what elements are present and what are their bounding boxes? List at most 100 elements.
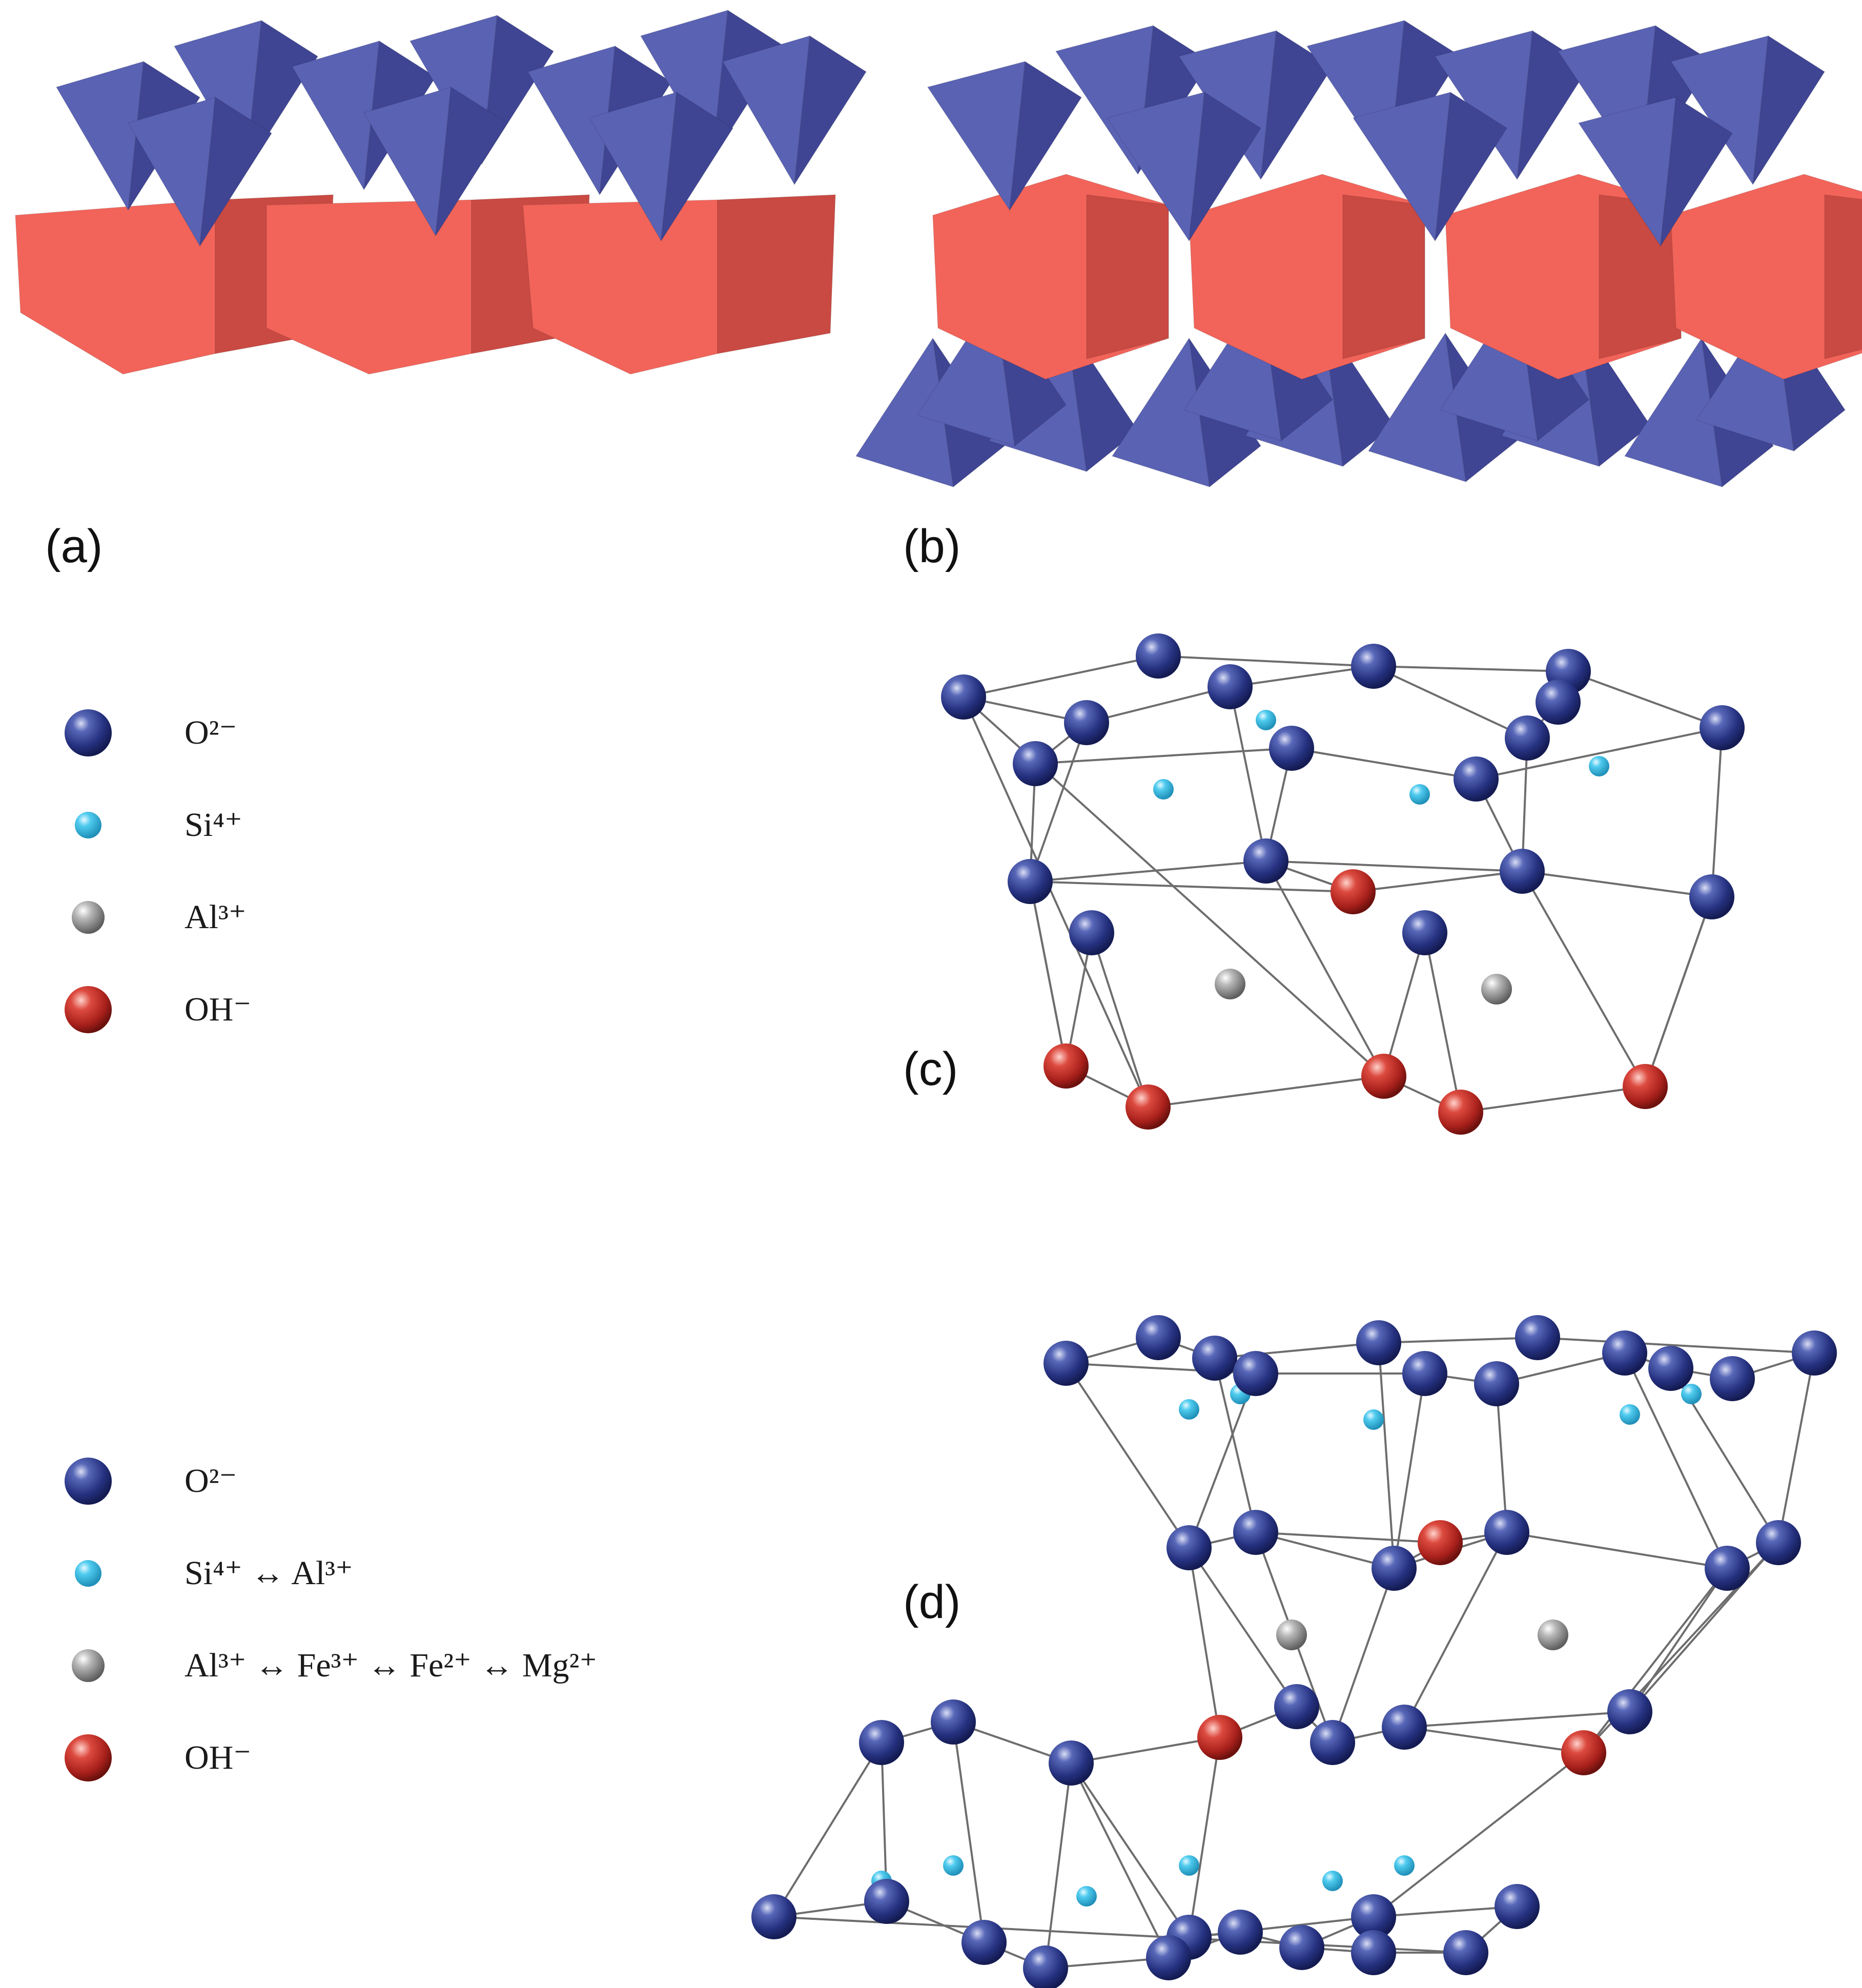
tetrahedron-side: [199, 96, 273, 247]
oxygen-atom: [1136, 633, 1181, 679]
bond-line: [1521, 871, 1646, 1087]
bond-line: [1188, 1737, 1221, 1938]
oxygen-atom: [1008, 859, 1053, 904]
bond-line: [1522, 870, 1712, 898]
silicon-atom: [1153, 779, 1174, 800]
oxygen-atom: [1310, 1720, 1355, 1765]
aluminium-atom: [1276, 1620, 1307, 1650]
oxygen-atom: [1705, 1546, 1750, 1591]
bond-line: [1373, 1905, 1518, 1918]
hydroxyl-atom: [1126, 1084, 1171, 1130]
oxygen-atom: [1274, 1684, 1319, 1729]
hydroxyl-sphere-icon: [65, 1734, 112, 1781]
bond-line: [1158, 655, 1374, 667]
oxygen-atom: [1607, 1689, 1652, 1734]
bond-line: [1255, 1531, 1395, 1569]
hydroxyl-sphere-icon: [65, 986, 112, 1033]
oxygen-atom: [1208, 664, 1253, 709]
oxygen-atom: [961, 1920, 1007, 1965]
aluminium-atom: [1538, 1620, 1568, 1650]
oxygen-atom: [1356, 1320, 1401, 1365]
oxygen-atom: [1648, 1346, 1693, 1391]
oxygen-atom: [1233, 1510, 1278, 1555]
silicon-atom: [1681, 1384, 1702, 1404]
bond-line: [963, 696, 1149, 1108]
bond-line: [1086, 686, 1231, 724]
bond-line: [1230, 665, 1374, 688]
oxygen-atom: [1049, 1740, 1094, 1786]
silicon-atom: [1256, 710, 1276, 730]
oxygen-atom: [1443, 1930, 1488, 1975]
bond-line: [1583, 1567, 1728, 1754]
bond-line: [1045, 1762, 1072, 1969]
bond-line: [1214, 1358, 1257, 1533]
oxygen-atom: [1454, 756, 1499, 802]
legend-label: O²⁻: [185, 714, 237, 751]
oxygen-atom: [1602, 1330, 1647, 1376]
bond-line: [1065, 932, 1093, 1067]
oxygen-atom: [1689, 874, 1734, 919]
octahedron-face: [14, 199, 216, 375]
octahedron-side: [1342, 194, 1425, 360]
hydroxyl-atom: [1197, 1715, 1242, 1760]
oxygen-atom: [1500, 849, 1545, 894]
bond-line: [1070, 1762, 1190, 1938]
tetrahedron-face: [927, 60, 1026, 212]
bond-line: [1188, 1547, 1221, 1738]
bond-line: [1460, 1085, 1646, 1113]
legend-label: O²⁻: [185, 1462, 237, 1500]
panel-a-label: (a): [45, 520, 103, 572]
silicon-atom: [943, 1855, 964, 1876]
oxygen-atom: [1792, 1330, 1837, 1376]
oxygen-atom: [1146, 1935, 1191, 1980]
panel-c-ball-stick: [941, 633, 1745, 1135]
oxygen-atom: [1351, 1930, 1396, 1975]
hydroxyl-atom: [1043, 1043, 1089, 1089]
bond-line: [1265, 860, 1523, 872]
bond-line: [1424, 932, 1462, 1113]
oxygen-sphere-icon: [65, 1458, 112, 1505]
oxygen-sphere-icon: [65, 709, 112, 756]
bond-line: [1506, 1531, 1728, 1569]
tetrahedron-side: [1660, 96, 1733, 247]
tetrahedron-side: [435, 86, 508, 236]
octahedron-face: [522, 199, 718, 375]
oxygen-atom: [1064, 700, 1109, 745]
oxygen-atom: [1243, 838, 1288, 884]
legend-top: O²⁻Si⁴⁺Al³⁺OH⁻: [62, 702, 523, 1071]
bond-line: [1644, 896, 1713, 1087]
bond-line: [1393, 1373, 1426, 1569]
oxygen-atom: [1402, 910, 1447, 955]
bond-line: [1624, 1352, 1728, 1569]
oxygen-atom: [1351, 1894, 1396, 1939]
aluminium-atom: [1215, 969, 1245, 999]
silicon-atom: [1179, 1399, 1199, 1420]
silicon-atom: [1076, 1886, 1097, 1907]
oxygen-atom: [1043, 1341, 1089, 1386]
panel-a-polyhedra: [14, 9, 867, 375]
tetrahedron-side: [1009, 60, 1082, 211]
panel-d-ball-stick: [751, 1315, 1837, 1988]
bond-line: [1030, 880, 1354, 893]
bond-line: [1353, 870, 1523, 893]
bond-line: [1029, 722, 1088, 882]
oxygen-atom: [864, 1879, 909, 1924]
tetrahedron-side: [661, 91, 734, 241]
oxygen-atom: [941, 674, 986, 720]
oxygen-atom: [1218, 1910, 1263, 1955]
legend-label: Al³⁺: [185, 898, 247, 936]
panel-b-polyhedra: [855, 19, 1862, 488]
oxygen-atom: [1167, 1525, 1212, 1570]
bond-line: [1373, 665, 1569, 672]
octahedron-side: [1824, 194, 1862, 360]
bond-line: [1383, 932, 1426, 1077]
hydroxyl-atom: [1331, 869, 1376, 914]
oxygen-atom: [1269, 726, 1314, 771]
tetrahedron-side: [1435, 91, 1508, 241]
bond-line: [1332, 1568, 1395, 1743]
bond-line: [1265, 860, 1385, 1077]
bond-line: [1378, 1337, 1538, 1344]
oxygen-atom: [1700, 705, 1745, 750]
oxygen-atom: [1136, 1315, 1181, 1360]
silicon-atom: [1363, 1409, 1384, 1430]
